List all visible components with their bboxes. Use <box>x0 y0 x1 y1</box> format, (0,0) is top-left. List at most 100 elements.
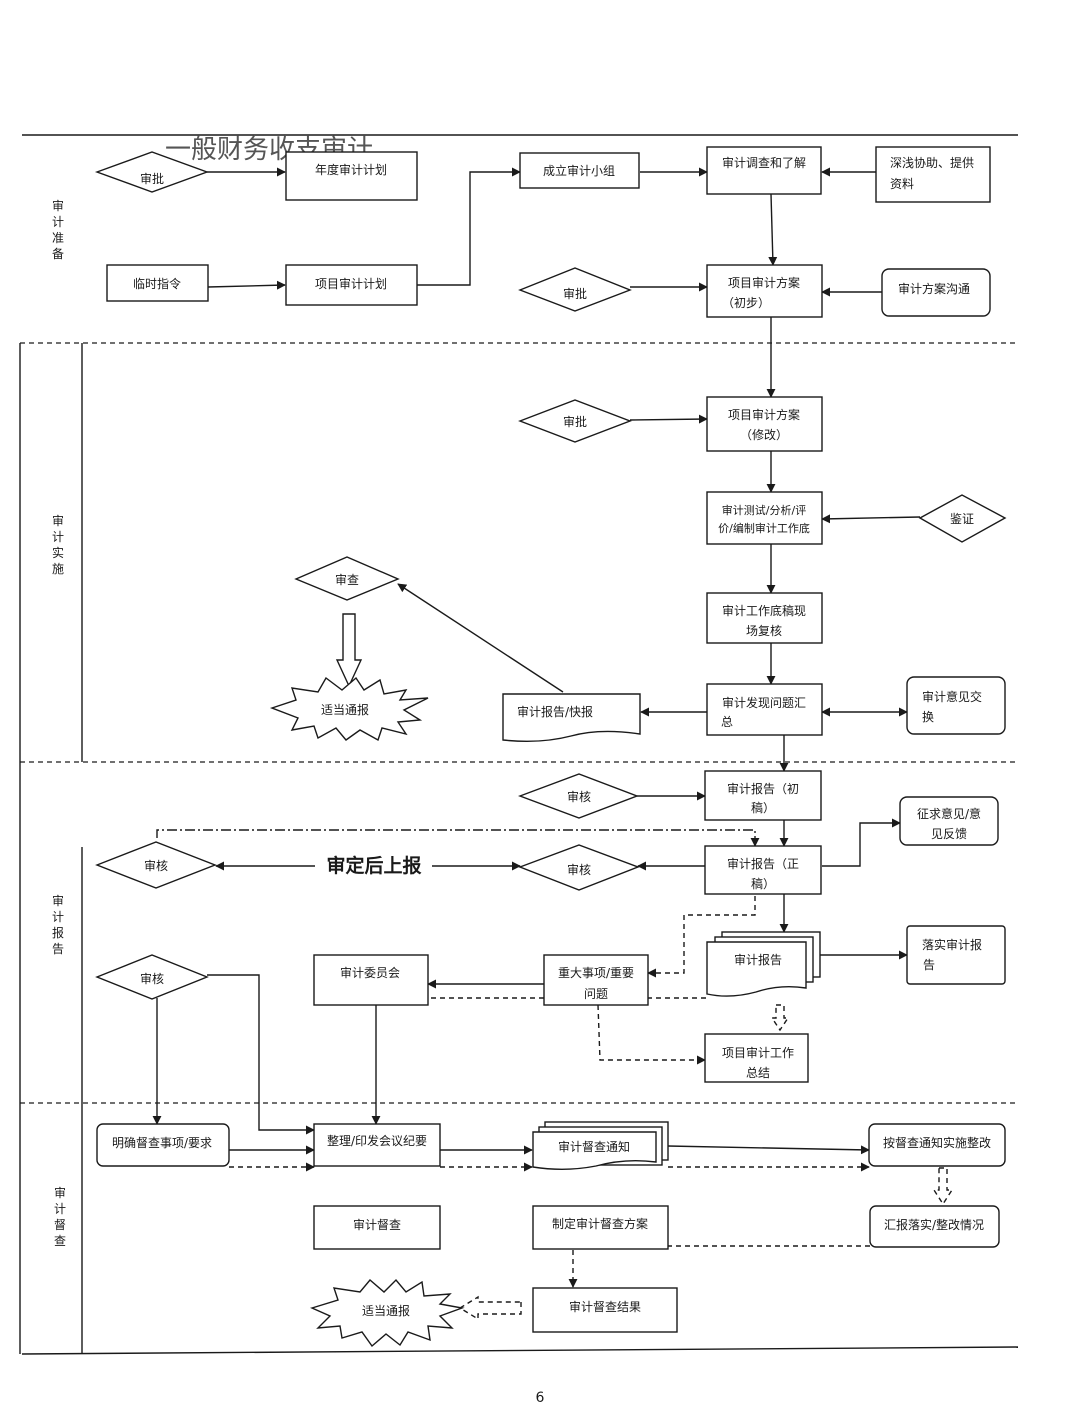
box-minutes: 整理/印发会议纪要 <box>313 1123 441 1167</box>
svg-text:落实审计报: 落实审计报 <box>922 937 982 952</box>
lane-label-prep: 审计准备 <box>52 198 64 261</box>
hollow-arrow-result-notify <box>458 1295 522 1321</box>
doc-audit-bulletin: 审计报告/快报 <box>502 693 641 743</box>
svg-text:鉴证: 鉴证 <box>950 512 974 526</box>
diamond-review-mid: 审核 <box>518 844 640 891</box>
lane-frame <box>19 134 1019 1355</box>
box-investigate: 审计调查和了解 <box>706 146 822 195</box>
svg-text:换: 换 <box>922 710 934 724</box>
hollow-arrow-rectify-report <box>932 1167 954 1206</box>
nodes: 审批 审批 审批 鉴证 审查 审核 审核 审核 <box>94 146 1007 1348</box>
diamond-approve-2: 审批 <box>518 267 632 312</box>
svg-text:审计测试/分析/评: 审计测试/分析/评 <box>722 503 806 517</box>
svg-text:总: 总 <box>721 715 733 729</box>
svg-text:稿）: 稿） <box>751 876 775 891</box>
svg-text:重大事项/重要: 重大事项/重要 <box>558 966 634 980</box>
svg-text:项目审计工作: 项目审计工作 <box>722 1045 794 1060</box>
svg-text:审查: 审查 <box>335 572 359 587</box>
svg-text:告: 告 <box>923 958 935 972</box>
svg-text:审批: 审批 <box>563 414 587 429</box>
lane-label-impl: 审计实施 <box>52 513 64 576</box>
box-exchange: 审计意见交 换 <box>906 676 1006 735</box>
box-findings: 审计发现问题汇 总 <box>706 683 823 736</box>
burst-notify-1: 适当通报 <box>269 676 429 742</box>
svg-text:临时指令: 临时指令 <box>133 276 181 291</box>
svg-text:整理/印发会议纪要: 整理/印发会议纪要 <box>327 1133 427 1148</box>
box-scheme-revised: 项目审计方案 （修改） <box>706 396 823 452</box>
svg-text:审核: 审核 <box>567 862 591 877</box>
edges <box>152 167 954 1321</box>
svg-text:审计方案沟通: 审计方案沟通 <box>898 281 970 296</box>
edge-dashdot-loop <box>156 829 760 847</box>
edge-final-solicit <box>822 818 901 867</box>
svg-text:审批: 审批 <box>563 286 587 301</box>
lane-label-super: 审计督查 <box>54 1185 66 1248</box>
diamond-review-low: 审核 <box>95 954 209 1000</box>
svg-text:审计督查: 审计督查 <box>353 1217 401 1232</box>
doc-super-notice: 审计督查通知 <box>532 1121 669 1170</box>
edge-notice-rectify <box>667 1145 870 1155</box>
svg-text:审计委员会: 审计委员会 <box>340 965 400 980</box>
diamond-review-draft: 审核 <box>517 773 639 819</box>
box-form-team: 成立审计小组 <box>519 152 640 189</box>
box-summary: 项目审计工作 总结 <box>704 1033 809 1083</box>
edge-reviewlow-minutes <box>207 974 315 1135</box>
edge-project-team <box>417 167 521 286</box>
diamond-review-check: 审查 <box>294 556 400 601</box>
box-implement: 落实审计报 告 <box>906 925 1006 985</box>
lane-label-report-text: 审计报告 <box>52 893 64 956</box>
svg-text:总结: 总结 <box>746 1066 770 1080</box>
box-report-rect: 汇报落实/整改情况 <box>869 1205 1000 1248</box>
edge-major-summary-dashed <box>597 1004 706 1065</box>
svg-text:审计督查结果: 审计督查结果 <box>569 1299 641 1314</box>
diamond-verify: 鉴证 <box>918 494 1007 543</box>
box-report-final: 审计报告（正 稿） <box>704 845 822 895</box>
box-provide-data: 深浅协助、提供 资料 <box>875 146 991 203</box>
svg-text:见反馈: 见反馈 <box>931 827 967 841</box>
page-number: 6 <box>536 1390 545 1406</box>
svg-text:问题: 问题 <box>584 987 608 1001</box>
svg-text:审计报告（初: 审计报告（初 <box>727 781 799 796</box>
box-field-review: 审计工作底稿现 场复核 <box>706 592 823 644</box>
svg-text:稿）: 稿） <box>751 800 775 815</box>
svg-text:征求意见/意: 征求意见/意 <box>917 806 981 821</box>
svg-text:成立审计小组: 成立审计小组 <box>543 163 615 178</box>
box-annual-plan: 年度审计计划 <box>285 151 418 201</box>
box-rectify: 按督查通知实施整改 <box>868 1123 1006 1167</box>
burst-notify-2: 适当通报 <box>310 1278 465 1348</box>
lane-label-super-text: 审计督查 <box>54 1185 66 1248</box>
svg-text:汇报落实/整改情况: 汇报落实/整改情况 <box>884 1217 984 1232</box>
box-super-audit: 审计督查 <box>313 1205 441 1250</box>
svg-text:项目审计方案: 项目审计方案 <box>728 275 800 290</box>
box-super-result: 审计督查结果 <box>532 1287 678 1333</box>
svg-text:场复核: 场复核 <box>746 624 782 638</box>
svg-text:明确督查事项/要求: 明确督查事项/要求 <box>112 1135 212 1150</box>
box-major-issues: 重大事项/重要 问题 <box>543 954 649 1006</box>
escalate-label: 审定后上报 <box>326 854 421 877</box>
svg-text:适当通报: 适当通报 <box>362 1303 410 1318</box>
box-scheme-comm: 审计方案沟通 <box>881 268 991 317</box>
svg-text:审核: 审核 <box>144 858 168 873</box>
svg-text:审批: 审批 <box>140 171 164 186</box>
box-project-plan: 项目审计计划 <box>285 264 418 306</box>
svg-text:审计意见交: 审计意见交 <box>922 689 982 704</box>
svg-text:审计调查和了解: 审计调查和了解 <box>722 155 806 170</box>
svg-text:制定审计督查方案: 制定审计督查方案 <box>552 1216 648 1231</box>
diamond-approve-1: 审批 <box>94 151 210 193</box>
box-super-scheme: 制定审计督查方案 <box>532 1205 669 1250</box>
edge-temp-project <box>207 280 286 290</box>
box-temp-order: 临时指令 <box>106 264 209 302</box>
svg-text:审计报告（正: 审计报告（正 <box>727 856 799 871</box>
doc-report-docs: 审计报告 <box>706 931 821 997</box>
svg-text:适当通报: 适当通报 <box>321 702 369 717</box>
svg-text:资料: 资料 <box>890 177 914 191</box>
svg-text:审计督查通知: 审计督查通知 <box>558 1139 630 1154</box>
box-testing: 审计测试/分析/评 价/编制审计工作底 <box>706 491 823 545</box>
svg-text:年度审计计划: 年度审计计划 <box>315 162 387 177</box>
edge-approve3-revised <box>629 414 708 424</box>
svg-text:（初步）: （初步） <box>722 296 770 310</box>
diamond-review-left: 审核 <box>95 841 217 889</box>
hollow-arrow-docs-summary <box>770 1004 790 1032</box>
svg-text:价/编制审计工作底: 价/编制审计工作底 <box>718 521 810 535</box>
svg-text:按督查通知实施整改: 按督查通知实施整改 <box>883 1135 991 1150</box>
